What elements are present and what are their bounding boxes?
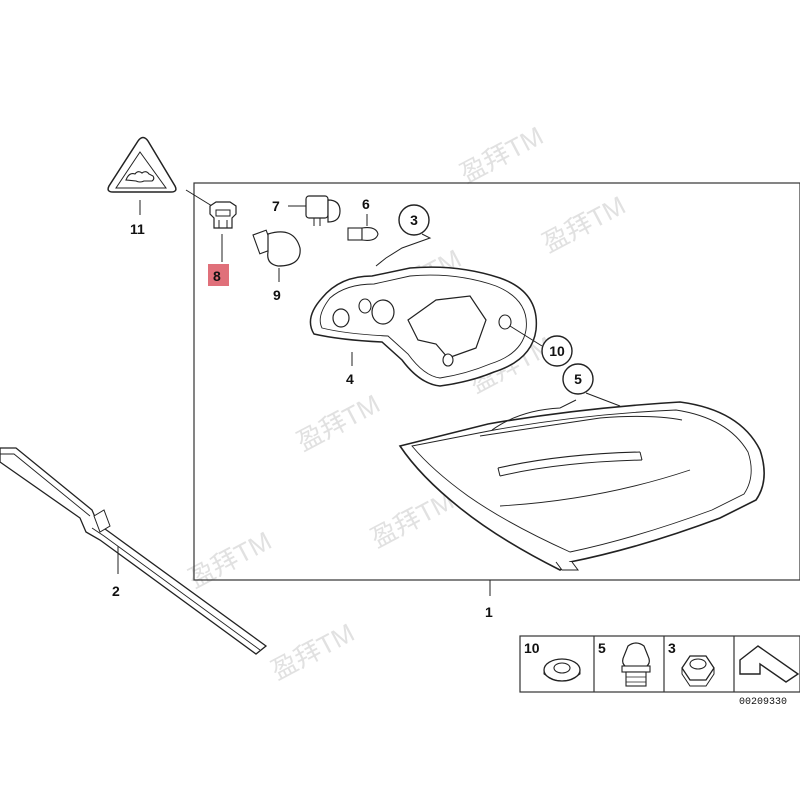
part-3-callout: 3 <box>375 204 432 267</box>
part-6-small-bulb: 6 <box>347 196 379 241</box>
part-8-highlight <box>208 264 229 286</box>
part-label-8: 8 <box>213 268 221 284</box>
diagram-code: 00209330 <box>739 697 787 708</box>
part-label-2: 2 <box>112 583 120 599</box>
part-label-11: 11 <box>130 221 145 237</box>
part-2-seal-strip: 2 <box>0 447 268 655</box>
legend-item-3: 3 <box>668 640 715 687</box>
part-11-warning-sign: 11 <box>107 136 177 237</box>
assembly-frame <box>193 182 800 581</box>
part-label-6: 6 <box>362 196 370 212</box>
part-10-callout: 10 <box>509 325 573 367</box>
legend-item-10: 10 <box>524 640 581 682</box>
legend-label-5: 5 <box>598 640 606 656</box>
hardware-legend: 10 5 3 00209330 <box>519 635 800 708</box>
part-7-wedge-bulb: 7 <box>272 195 341 226</box>
part-label-10: 10 <box>549 343 565 359</box>
part-8-bulb-socket: 8 <box>185 189 237 286</box>
part-label-1: 1 <box>485 604 493 620</box>
part-label-4: 4 <box>346 371 354 387</box>
legend-item-5: 5 <box>598 640 651 687</box>
part-label-3: 3 <box>410 212 418 228</box>
watermarks: 盈拜TM 盈拜TM 盈拜TM 盈拜TM 盈拜TM 盈拜TM 盈拜TM 盈拜TM <box>183 120 630 686</box>
watermark: 盈拜TM <box>455 120 548 189</box>
part-9-large-bulb: 9 <box>252 229 301 303</box>
part-label-9: 9 <box>273 287 281 303</box>
part-1-tail-light: 1 <box>398 399 765 620</box>
watermark: 盈拜TM <box>183 525 276 594</box>
part-label-5: 5 <box>574 371 582 387</box>
watermark: 盈拜TM <box>266 617 359 686</box>
legend-label-3: 3 <box>668 640 676 656</box>
hand-icon <box>125 171 155 183</box>
part-5-callout: 5 <box>562 363 621 407</box>
legend-arrow-icon <box>739 645 800 683</box>
legend-label-10: 10 <box>524 640 540 656</box>
watermark: 盈拜TM <box>537 190 630 259</box>
part-4-gasket: 4 <box>309 266 538 387</box>
watermark: 盈拜TM <box>292 388 385 457</box>
part-label-7: 7 <box>272 198 280 214</box>
